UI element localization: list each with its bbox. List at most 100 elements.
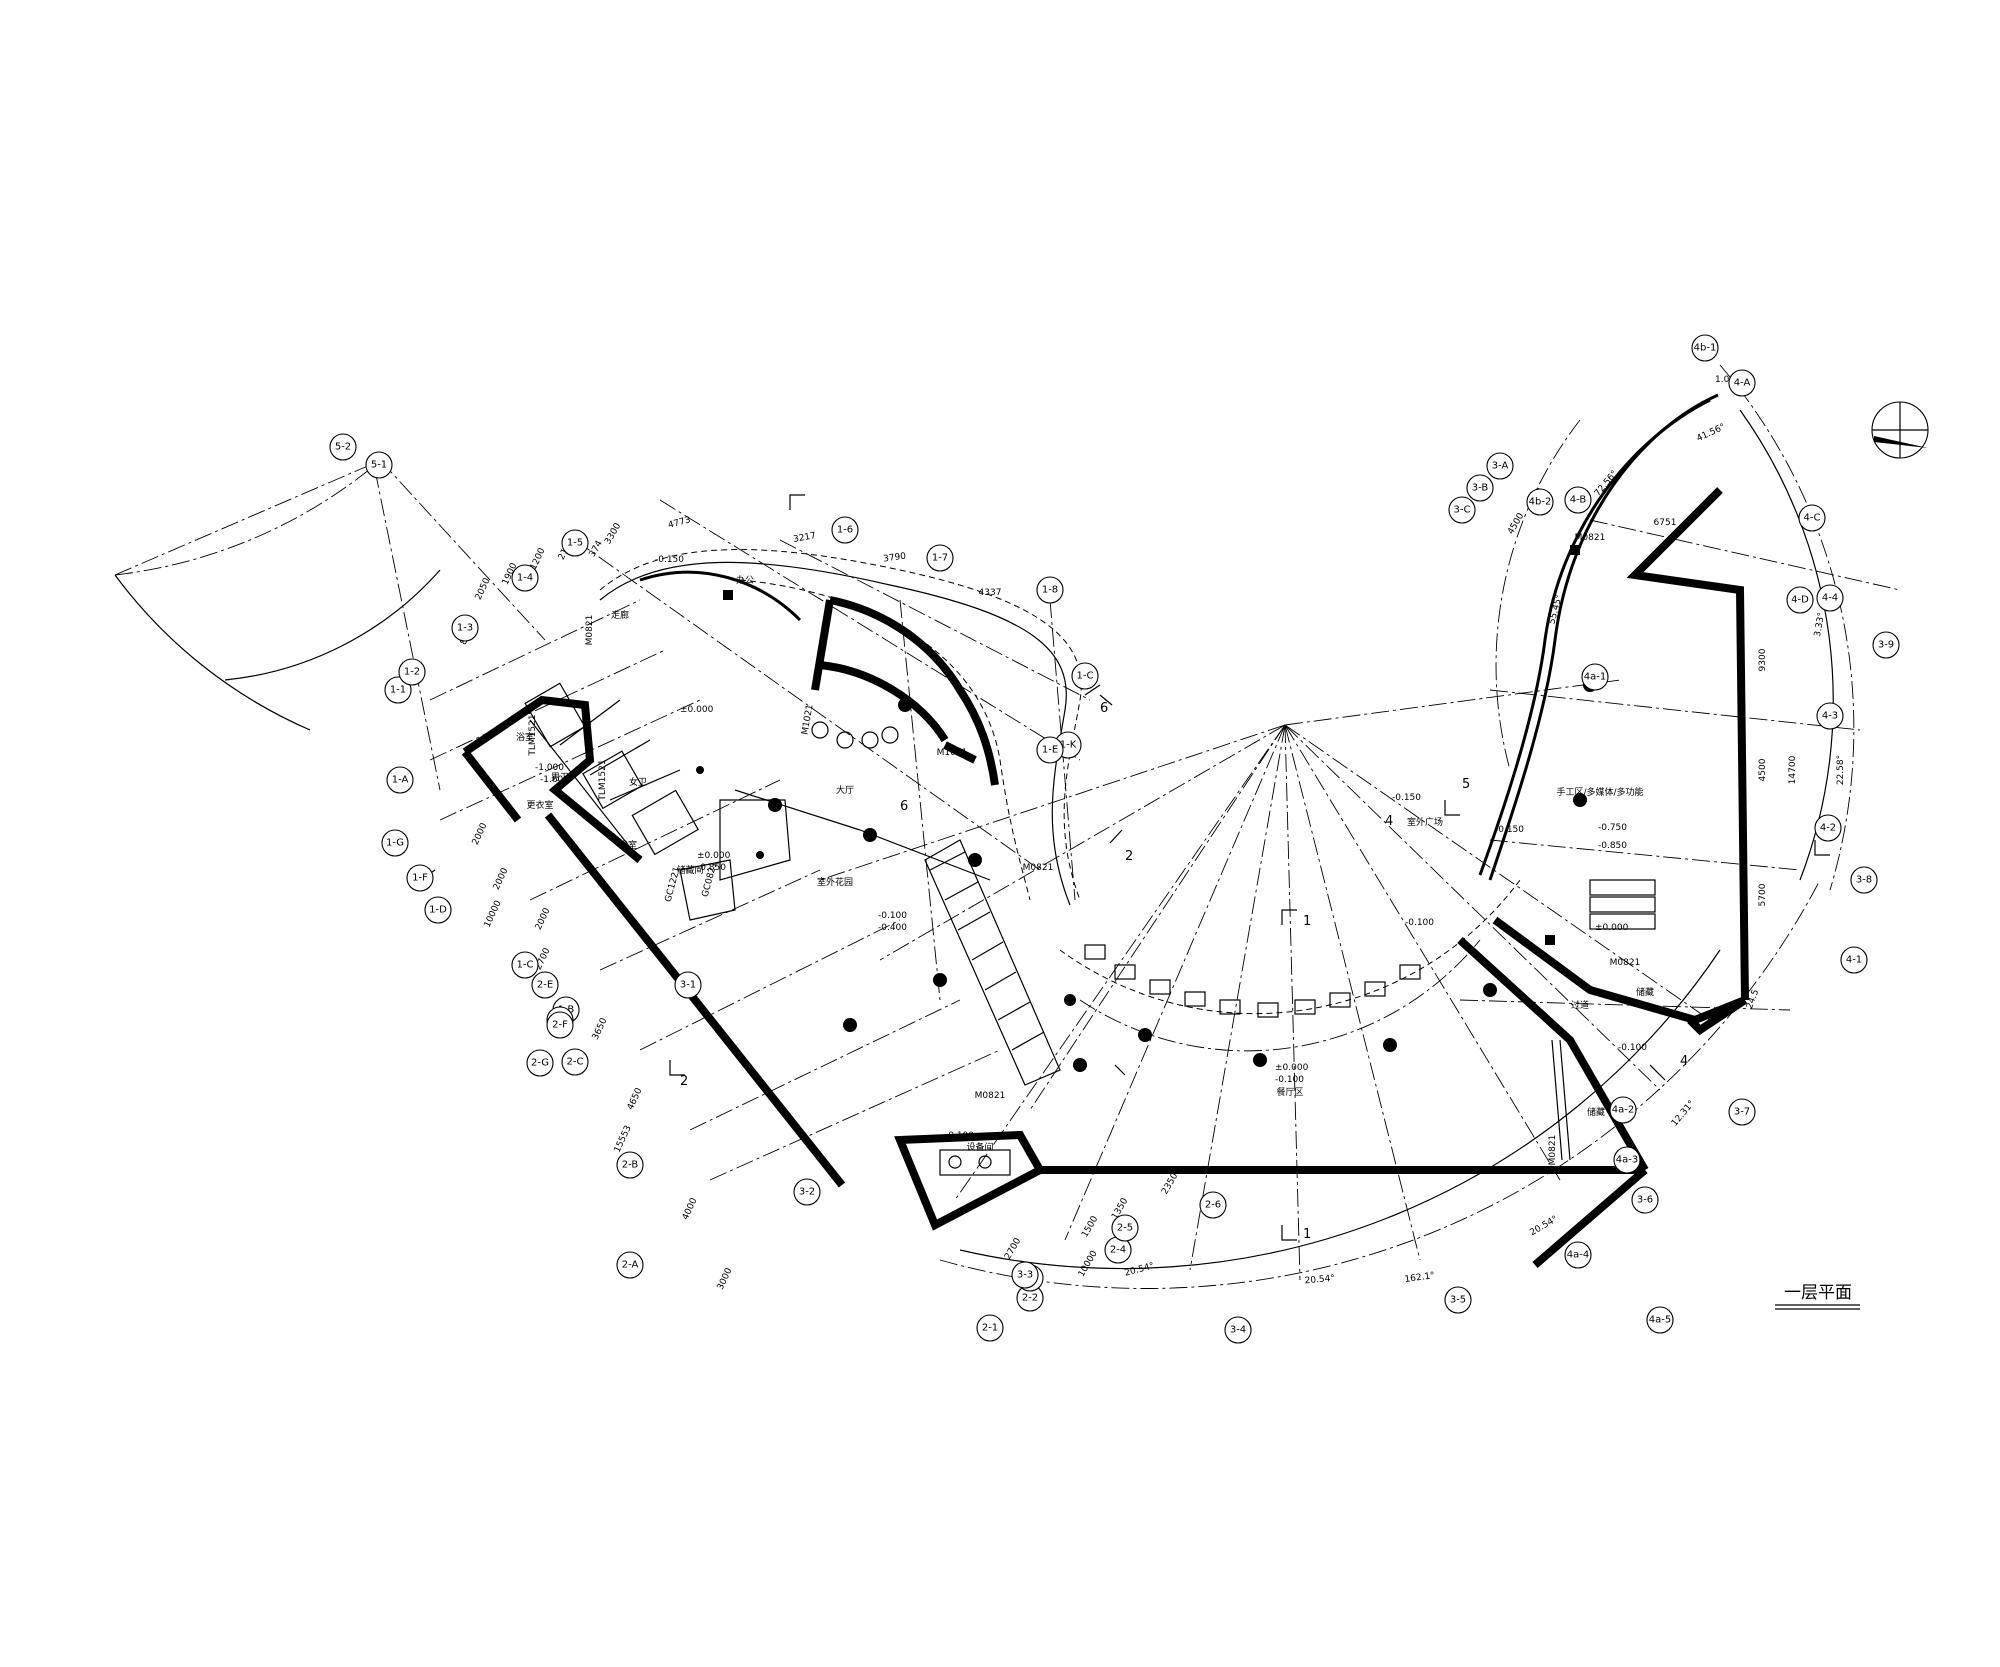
axis-bubble-label: 4-A	[1734, 378, 1751, 389]
axis-bubble-label: 4a-1	[1584, 672, 1606, 683]
svg-text:10000: 10000	[1077, 1249, 1100, 1279]
axis-bubble: 3-2	[793, 1178, 821, 1206]
svg-text:55.45°: 55.45°	[1547, 594, 1564, 626]
level-labels: -0.150 -0.150 ±0.000 -0.100 ±0.000 -1.00…	[535, 375, 1741, 1141]
axis-bubble: 1-C	[1071, 662, 1099, 690]
drawing-title-block: 一层平面	[1775, 1283, 1860, 1310]
room-workshop: 手工区/多媒体/多功能	[1556, 786, 1643, 798]
axis-bubble-label: 3-1	[680, 980, 696, 991]
axis-bubble-label: 1-4	[517, 573, 533, 584]
axis-bubble-label: 3-B	[1472, 483, 1489, 494]
axis-bubble: 3-3	[1011, 1261, 1039, 1289]
axis-bubble-label: 1-5	[567, 538, 583, 549]
axis-bubble-label: 1-F	[412, 873, 428, 884]
axis-bubble-label: 4b-2	[1529, 497, 1552, 508]
axis-bubble-label: 2-2	[1022, 1293, 1038, 1304]
level-mark: ±0.000	[1595, 923, 1629, 933]
svg-text:2000: 2000	[534, 906, 553, 931]
interior-partitions	[524, 682, 1656, 1176]
level-mark: ±0.000	[1275, 1063, 1309, 1073]
axis-bubble: 4a-1	[1581, 663, 1609, 691]
axis-bubble-label: 4-1	[1846, 955, 1862, 966]
axis-bubble: 1-G	[381, 829, 409, 857]
axis-bubble-label: 4a-2	[1612, 1105, 1634, 1116]
axis-bubble-label: 2-4	[1110, 1245, 1126, 1256]
door-tag: M0821	[1610, 958, 1641, 968]
svg-text:2: 2	[1125, 849, 1133, 864]
axis-bubble-label: 5-1	[371, 460, 387, 471]
axis-bubble-label: 4-C	[1804, 513, 1821, 524]
axis-bubble-label: 5-2	[335, 442, 351, 453]
svg-text:4773: 4773	[667, 515, 692, 531]
room-labels: 办公 走廊 大厅 室外花园 餐厅区 室外广场 手工区/多媒体/多功能 过道 储藏…	[516, 574, 1654, 1153]
axis-bubble: 3-8	[1850, 866, 1878, 894]
axis-bubble: 1-D	[424, 896, 452, 924]
axis-bubble: 5-1	[365, 451, 393, 479]
level-mark: -0.100	[878, 911, 907, 921]
axis-bubble: 4-2	[1814, 814, 1842, 842]
axis-bubble: 2-C	[561, 1048, 589, 1076]
level-mark: -0.850	[1598, 841, 1627, 851]
svg-text:4: 4	[1680, 1054, 1688, 1069]
door-tag: TLM1521	[528, 714, 538, 756]
axis-bubble: 2-6	[1199, 1191, 1227, 1219]
svg-text:14700: 14700	[1788, 755, 1798, 784]
svg-text:15553: 15553	[613, 1124, 634, 1154]
door-tag: M0821	[1575, 533, 1606, 543]
svg-text:5: 5	[1462, 777, 1470, 792]
axis-bubble: 4-B	[1564, 486, 1592, 514]
axis-bubble: 3-A	[1486, 452, 1514, 480]
svg-text:41.56°: 41.56°	[1695, 422, 1727, 444]
axis-bubble: 4a-5	[1646, 1306, 1674, 1334]
door-tag: M0821	[585, 615, 595, 646]
axis-bubble: 2-F	[546, 1011, 574, 1039]
exterior-walls	[461, 393, 1749, 1269]
level-mark: -0.100	[945, 1131, 974, 1141]
axis-bubble: 1-1	[384, 676, 412, 704]
axis-bubble: 1-F	[406, 864, 434, 892]
axis-bubble: 1-2	[398, 658, 426, 686]
svg-text:4: 4	[1385, 814, 1393, 829]
level-mark: -0.150	[655, 555, 684, 565]
axis-bubble-label: 4-3	[1822, 711, 1838, 722]
level-mark: ±0.000	[697, 851, 731, 861]
level-mark: -0.100	[1405, 918, 1434, 928]
axis-bubble-label: 1-E	[1042, 745, 1058, 756]
svg-text:4000: 4000	[681, 1196, 700, 1221]
axis-bubble-label: 4a-4	[1567, 1250, 1589, 1261]
axis-bubble: 4-A	[1728, 369, 1756, 397]
north-arrow	[1871, 401, 1929, 459]
level-mark: -1.600	[540, 775, 569, 785]
room-storage-right: 储藏	[1587, 1106, 1605, 1118]
axis-bubble-label: 1-C	[1077, 671, 1094, 682]
room-office: 办公	[736, 574, 754, 586]
svg-text:3650: 3650	[591, 1016, 610, 1041]
svg-text:6: 6	[1100, 701, 1108, 716]
svg-text:2350: 2350	[1160, 1171, 1180, 1196]
level-mark: -0.750	[1598, 823, 1627, 833]
door-tag: M0821	[1548, 1135, 1558, 1166]
axis-bubble: 3-B	[1466, 474, 1494, 502]
axis-bubble-label: 1-6	[837, 525, 853, 536]
axis-bubble: 1-8	[1036, 576, 1064, 604]
axis-bubble: 2-4	[1104, 1236, 1132, 1264]
svg-text:4500: 4500	[1506, 511, 1526, 536]
door-tag: M0821	[975, 1091, 1006, 1101]
axis-bubble: 1-7	[926, 544, 954, 572]
axis-bubble-label: 1-A	[392, 775, 409, 786]
axis-bubble-label: 3-A	[1492, 461, 1509, 472]
axis-bubble-label: 3-5	[1450, 1295, 1466, 1306]
workshop-steps	[1589, 879, 1656, 930]
svg-text:9300: 9300	[1758, 648, 1768, 671]
axis-bubble: 1-5	[561, 529, 589, 557]
level-mark: -0.100	[1618, 1043, 1647, 1053]
room-corridor: 走廊	[611, 609, 629, 621]
axis-bubble: 4a-3	[1613, 1146, 1641, 1174]
axis-bubble: 1-3	[451, 614, 479, 642]
axis-bubble-label: 4-4	[1822, 593, 1838, 604]
axis-bubble: 1-A	[386, 766, 414, 794]
columns	[696, 545, 1597, 1072]
svg-text:3790: 3790	[883, 551, 907, 564]
door-tag: M1021	[800, 704, 815, 736]
